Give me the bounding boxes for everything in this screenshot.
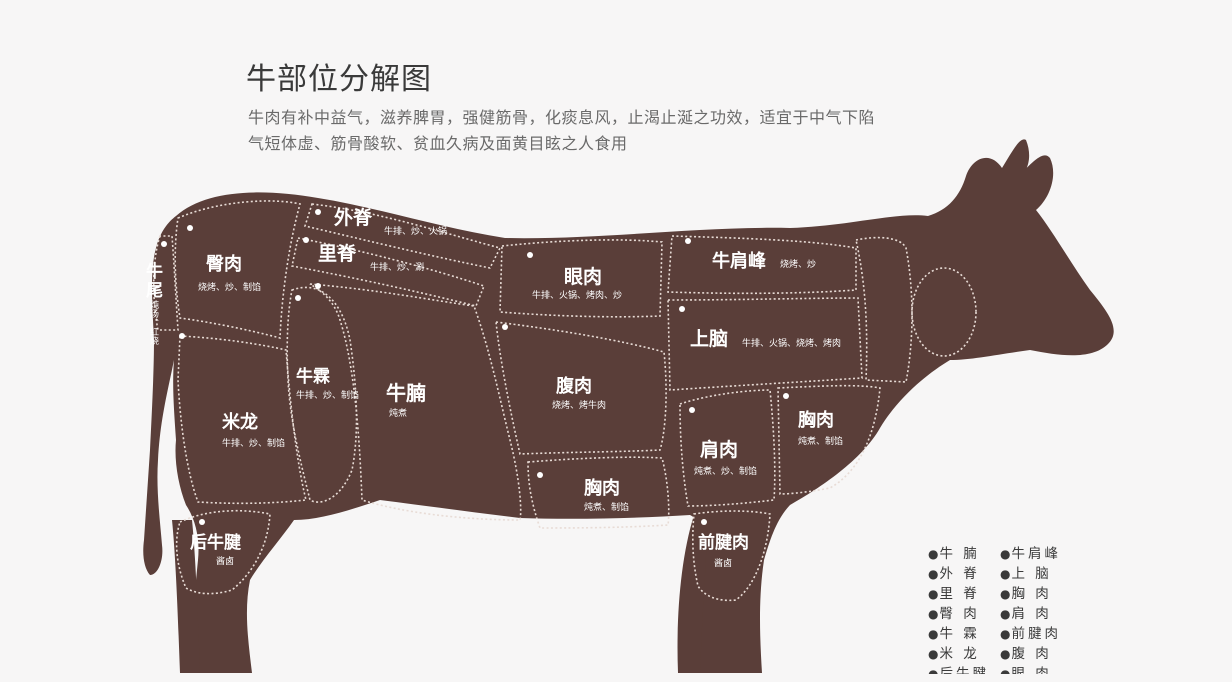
legend-item: ●外 脊: [928, 566, 980, 582]
legend-item: ●米 龙: [928, 646, 980, 662]
legend-item: ●眼 肉: [1000, 666, 1052, 682]
label-striploin: 外脊: [334, 206, 373, 229]
uses-shoulder: 炖煮、炒、制馅: [694, 465, 757, 477]
page-title: 牛部位分解图: [246, 62, 432, 97]
label-plate: 腹肉: [556, 375, 592, 397]
legend-item: ●前腱肉: [1000, 626, 1061, 642]
legend-item: ●腹 肉: [1000, 646, 1052, 662]
label-chuck: 上脑: [690, 327, 728, 350]
description-line-1: 牛肉有补中益气，滋养脾胃，强健筋骨，化痰息风，止渴止涎之功效，适宜于中气下陷: [248, 108, 876, 127]
legend-item: ●牛肩峰: [1000, 546, 1061, 562]
cut-labels: 牛尾 炖汤、红烧 臀肉 烧烤、炒、制馅 外脊 牛排、炒、火锅 里脊 牛排、炒、涮…: [142, 206, 843, 569]
label-knuckle: 牛霖: [296, 366, 330, 387]
uses-flank: 炖煮: [389, 407, 407, 419]
uses-striploin: 牛排、炒、火锅: [384, 225, 447, 237]
uses-brisket-low: 炖煮、制馅: [584, 501, 629, 513]
label-ribeye: 眼肉: [564, 265, 602, 288]
uses-brisket: 炖煮、制馅: [798, 435, 843, 447]
label-tenderloin: 里脊: [318, 242, 357, 265]
cow-silhouette: [143, 139, 1114, 673]
uses-plate: 烧烤、烤牛肉: [552, 399, 606, 411]
uses-tail: 炖汤、红烧: [148, 299, 159, 346]
legend-item: ●臀 肉: [928, 606, 980, 622]
uses-chuck-roll: 烧烤、炒: [780, 258, 816, 270]
uses-knuckle: 牛排、炒、制馅: [296, 389, 359, 401]
uses-ribeye: 牛排、火锅、烤肉、炒: [532, 289, 622, 301]
label-brisket-low: 胸肉: [584, 477, 620, 499]
legend-item: ●牛 腩: [928, 546, 980, 562]
uses-silverside: 牛排、炒、制馅: [222, 437, 285, 449]
label-brisket: 胸肉: [798, 409, 834, 431]
label-silverside: 米龙: [222, 411, 258, 433]
uses-tenderloin: 牛排、炒、涮: [370, 261, 424, 273]
legend-item: ●上 脑: [1000, 566, 1052, 582]
cut-markers: [161, 209, 789, 525]
legend-item: ●牛 霖: [928, 626, 980, 642]
description-line-2: 气短体虚、筋骨酸软、贫血久病及面黄目眩之人食用: [248, 134, 628, 153]
legend-item: ●里 脊: [928, 586, 980, 602]
legend-item: ●胸 肉: [1000, 586, 1052, 602]
label-rump: 臀肉: [206, 253, 242, 275]
uses-rump: 烧烤、炒、制馅: [198, 281, 261, 293]
label-shoulder: 肩肉: [700, 438, 738, 461]
legend-item: ●后牛腱: [928, 666, 989, 682]
uses-fore-shank: 酱卤: [714, 557, 732, 569]
uses-hind-shank: 酱卤: [216, 555, 234, 567]
label-flank: 牛腩: [386, 381, 426, 405]
label-tail: 牛尾: [142, 261, 163, 300]
label-chuck-roll: 牛肩峰: [712, 250, 767, 272]
cut-outlines: [152, 200, 977, 602]
label-fore-shank: 前腱肉: [698, 532, 749, 553]
legend-item: ●肩 肉: [1000, 606, 1052, 622]
uses-chuck: 牛排、火锅、烧烤、烤肉: [742, 337, 841, 349]
label-hind-shank: 后牛腱: [190, 532, 242, 553]
